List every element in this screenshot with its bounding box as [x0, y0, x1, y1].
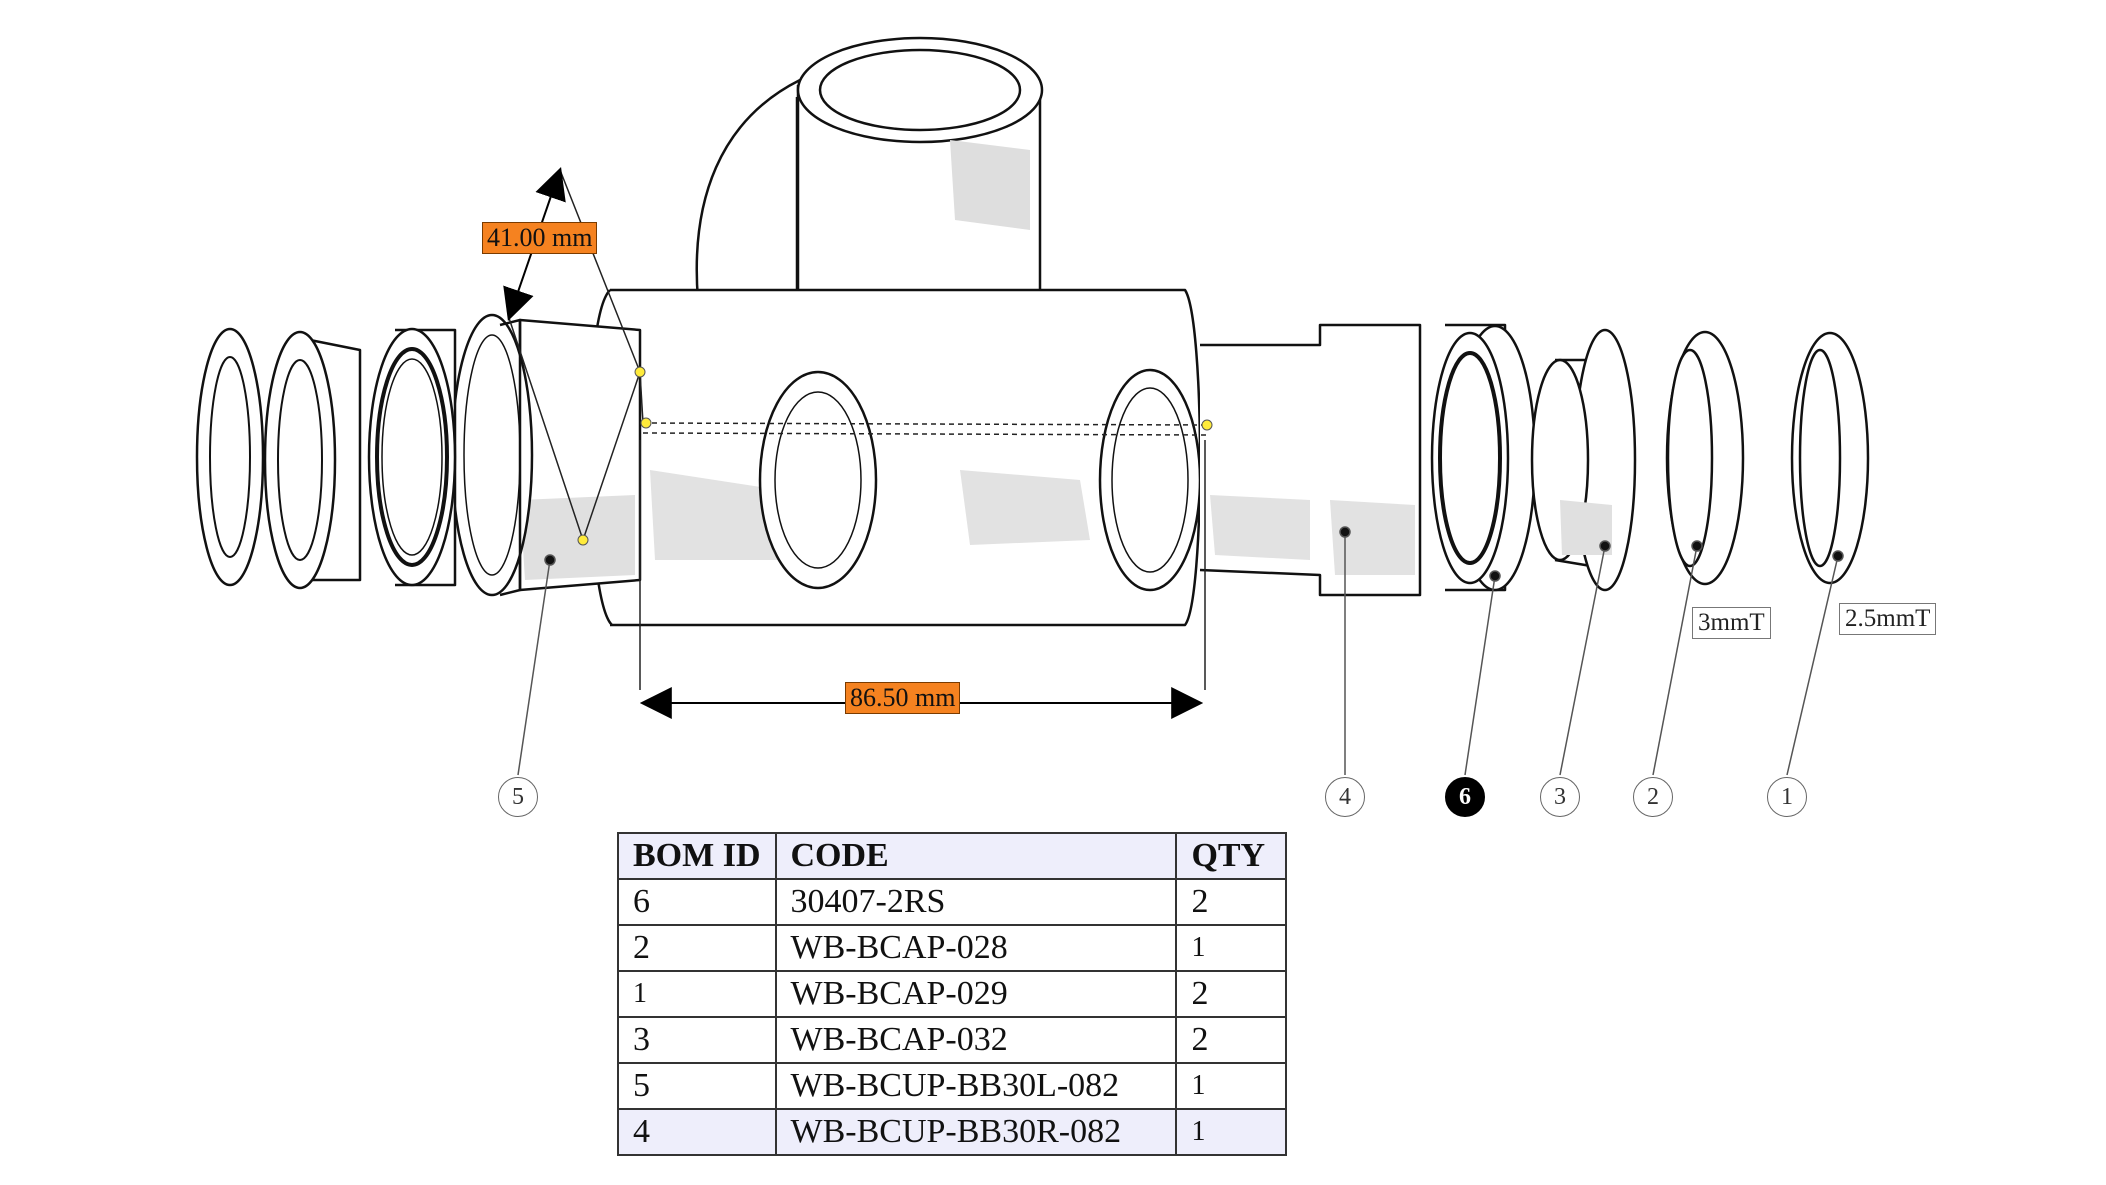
measurement-points — [577, 366, 1213, 546]
spacer-2-5mm — [1790, 331, 1870, 585]
balloon-4[interactable]: 4 — [1325, 777, 1365, 817]
balloon-3[interactable]: 3 — [1540, 777, 1580, 817]
bom-cell-code: 30407-2RS — [774, 878, 1178, 926]
diameter-dimension-label: 41.00 mm — [482, 222, 598, 254]
bom-cell-qty: 2 — [1175, 970, 1287, 1018]
table-row[interactable]: 5 WB-BCUP-BB30L-082 1 — [617, 1062, 1287, 1110]
right-cap — [1530, 328, 1637, 592]
bom-cell-code: WB-BCAP-028 — [774, 924, 1178, 972]
bom-cell-id: 2 — [617, 924, 777, 972]
bom-header-id: BOM ID — [617, 832, 777, 880]
bom-cell-qty: 2 — [1175, 1016, 1287, 1064]
table-row[interactable]: 2 WB-BCAP-028 1 — [617, 924, 1287, 972]
left-spacer — [195, 327, 265, 587]
bom-cell-code: WB-BCUP-BB30L-082 — [774, 1062, 1178, 1110]
bom-table: BOM ID CODE QTY 6 30407-2RS 2 2 WB-BCAP-… — [617, 832, 1287, 1156]
bom-cell-code: WB-BCUP-BB30R-082 — [774, 1108, 1178, 1156]
bottom-bracket-shell — [588, 288, 1202, 627]
table-row[interactable]: 3 WB-BCAP-032 2 — [617, 1016, 1287, 1064]
balloon-5[interactable]: 5 — [498, 777, 538, 817]
bom-cell-id: 5 — [617, 1062, 777, 1110]
bom-cell-qty: 2 — [1175, 878, 1287, 926]
table-row[interactable]: 6 30407-2RS 2 — [617, 878, 1287, 926]
spacer-3mm — [1665, 330, 1745, 586]
right-bearing — [1430, 323, 1537, 592]
table-row[interactable]: 1 WB-BCAP-029 2 — [617, 970, 1287, 1018]
table-row[interactable]: 4 WB-BCUP-BB30R-082 1 — [617, 1108, 1287, 1156]
balloon-6[interactable]: 6 — [1445, 777, 1485, 817]
bom-cell-qty: 1 — [1175, 924, 1287, 972]
bom-header-qty: QTY — [1175, 832, 1287, 880]
thickness-label-part2: 3mmT — [1692, 607, 1771, 639]
bom-cell-qty: 1 — [1175, 1108, 1287, 1156]
balloon-leaders — [517, 526, 1844, 776]
bom-cell-id: 6 — [617, 878, 777, 926]
balloon-1[interactable]: 1 — [1767, 777, 1807, 817]
seat-tube — [695, 36, 1044, 302]
balloon-2[interactable]: 2 — [1633, 777, 1673, 817]
left-cap — [263, 330, 362, 590]
length-dimension-label: 86.50 mm — [845, 682, 961, 714]
left-bearing — [367, 327, 457, 587]
bom-cell-qty: 1 — [1175, 1062, 1287, 1110]
thickness-label-part1: 2.5mmT — [1839, 603, 1937, 635]
bom-cell-id: 4 — [617, 1108, 777, 1156]
bom-cell-code: WB-BCAP-032 — [774, 1016, 1178, 1064]
bom-cell-code: WB-BCAP-029 — [774, 970, 1178, 1018]
bom-header-row: BOM ID CODE QTY — [617, 832, 1287, 880]
right-bearing-cup — [1199, 323, 1422, 597]
bom-header-code: CODE — [774, 832, 1178, 880]
bom-cell-id: 1 — [617, 970, 777, 1018]
bom-cell-id: 3 — [617, 1016, 777, 1064]
